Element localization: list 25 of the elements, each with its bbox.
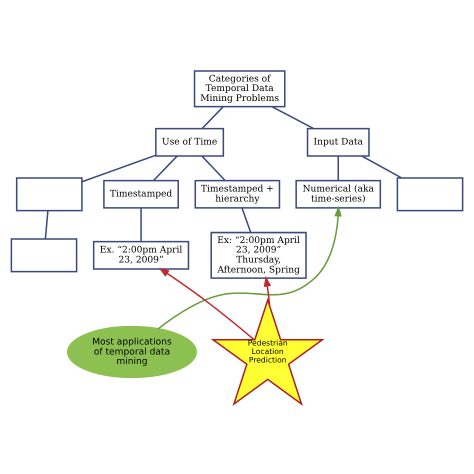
connector [241,207,252,232]
node-box: Timestamped + hierarchy [194,179,280,208]
node-ellipse: Most applications of temporal data mining [66,325,197,378]
arrow [158,205,342,330]
node-box: Ex: “2:00pm April 23, 2009” Thursday, Afternoon, Spring [210,231,307,278]
connector [201,155,226,180]
node-box [16,176,83,211]
node-box: Categories of Temporal Data Mining Problems [194,70,286,107]
connector [202,106,224,129]
connector [44,210,49,238]
connector [362,154,402,178]
arrow [158,267,254,340]
node-box: Use of Time [155,127,224,156]
node-box [10,238,78,272]
connector [272,106,314,129]
node-box: Ex. “2:00pm April 23, 2009” [92,240,190,270]
connector [82,154,156,182]
connector [337,156,339,180]
connector [153,155,178,180]
connector [140,207,142,242]
node-box: Input Data [306,127,370,156]
arrow [264,275,272,306]
node-box: Numerical (aka time-series) [295,179,382,208]
node-box: Timestamped [103,179,179,208]
node-box [396,176,464,211]
